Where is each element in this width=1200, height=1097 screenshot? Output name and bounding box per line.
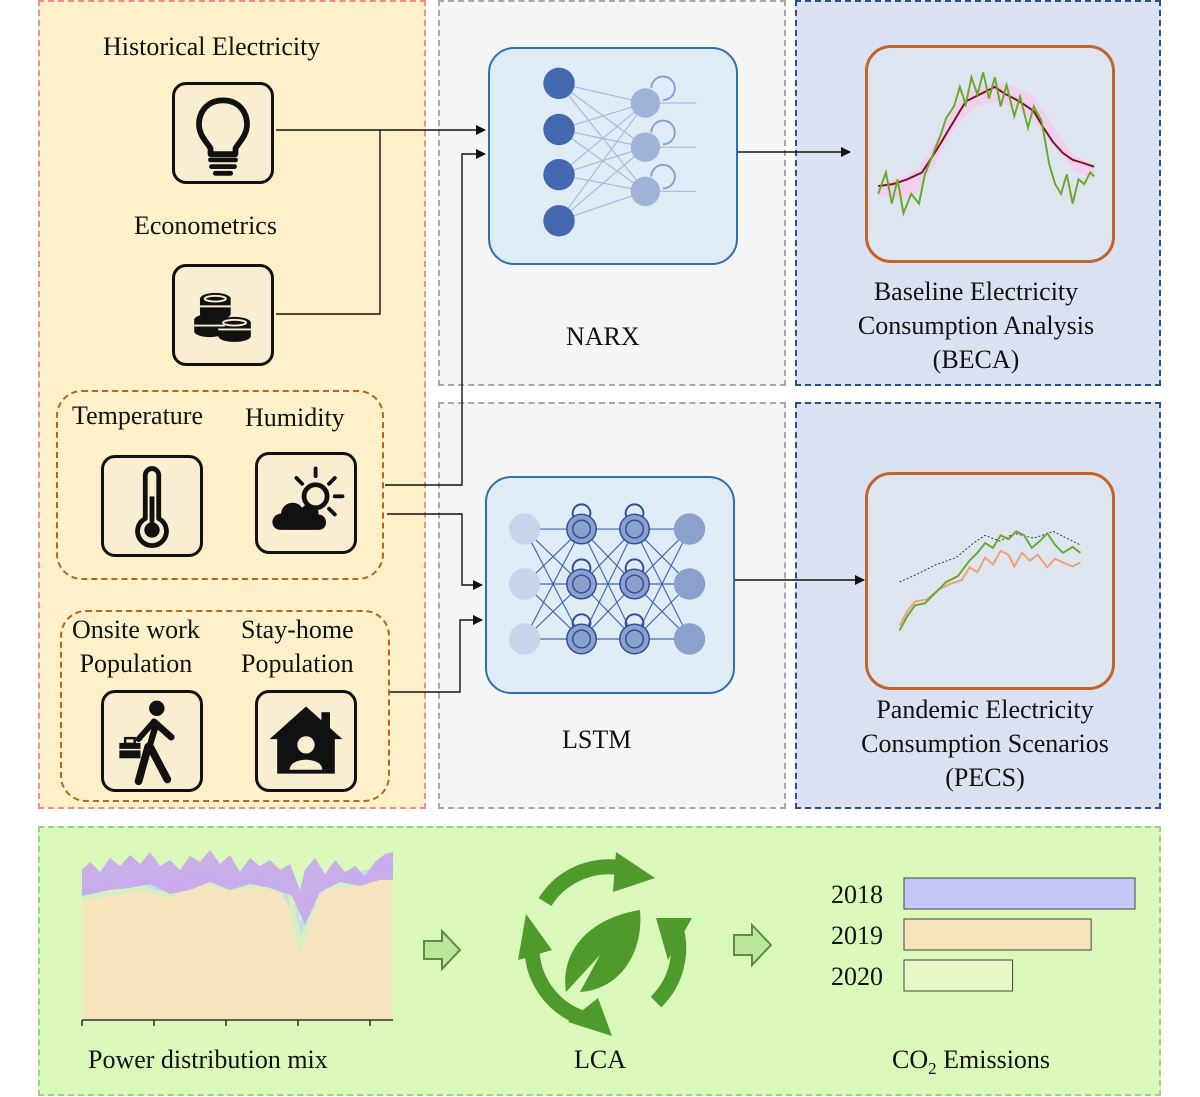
pecs-line-1: Pandemic Electricity	[876, 695, 1094, 724]
stay-home-label: Stay-home Population	[241, 613, 354, 681]
weather-to-narx-arrow	[385, 149, 486, 486]
co2-label-suffix: Emissions	[936, 1045, 1051, 1074]
walking-worker-icon	[119, 700, 175, 786]
pecs-chart-icon	[898, 530, 1082, 632]
narx-label: NARX	[566, 322, 640, 351]
co2-label-subscript: 2	[928, 1059, 937, 1079]
pecs-line-2: Consumption Scenarios	[861, 728, 1109, 758]
population-group	[60, 610, 390, 802]
population-to-lstm-arrow	[390, 615, 483, 693]
weather-group	[56, 390, 384, 580]
pecs-label: Pandemic Electricity Consumption Scenari…	[845, 693, 1125, 794]
beca-line-3: (BECA)	[932, 344, 1020, 374]
beca-label: Baseline Electricity Consumption Analysi…	[845, 275, 1107, 376]
stay-home-line-1: Stay-home	[241, 615, 354, 644]
power-distribution-mix-label: Power distribution mix	[88, 1045, 328, 1074]
pecs-chart-box	[865, 472, 1115, 690]
onsite-work-line-2: Population	[79, 648, 193, 678]
narx-network-icon	[543, 67, 697, 237]
mix-to-lca-arrow	[423, 928, 462, 972]
lstm-label: LSTM	[562, 725, 632, 754]
lstm-model-box	[485, 476, 735, 694]
co2-label-main: CO	[892, 1045, 929, 1074]
house-person-icon	[269, 706, 343, 774]
onsite-work-icon-box	[101, 690, 203, 792]
lstm-network-icon	[508, 503, 706, 655]
lca-label: LCA	[574, 1045, 626, 1074]
historical-electricity-label: Historical Electricity	[103, 32, 321, 61]
beca-chart-box	[865, 45, 1115, 263]
stay-home-line-2: Population	[241, 648, 354, 678]
pecs-line-3: (PECS)	[945, 762, 1025, 792]
temperature-icon-box	[101, 455, 203, 557]
humidity-label: Humidity	[245, 403, 345, 432]
co2-emissions-label: CO2 Emissions	[892, 1043, 1050, 1080]
onsite-work-label: Onsite work Population	[72, 613, 200, 681]
thermometer-icon	[135, 466, 169, 548]
humidity-icon-box	[255, 452, 357, 554]
econometrics-to-narx-connector	[276, 130, 381, 315]
co2-year-label: 2019	[831, 921, 883, 950]
narx-model-box	[488, 47, 738, 265]
beca-line-2: Consumption Analysis	[857, 310, 1095, 340]
stay-home-icon-box	[255, 690, 357, 792]
co2-year-label: 2020	[831, 962, 883, 991]
historical-electricity-icon-box	[172, 82, 274, 184]
co2-bar-2020	[903, 959, 1014, 992]
beca-line-1: Baseline Electricity	[873, 277, 1079, 306]
lca-to-co2-arrow	[733, 922, 773, 968]
temperature-label: Temperature	[72, 401, 203, 430]
onsite-work-line-1: Onsite work	[72, 615, 200, 644]
lightbulb-icon	[196, 97, 250, 176]
co2-bar-2018	[903, 877, 1136, 910]
co2-year-label: 2018	[831, 880, 883, 909]
econometrics-label: Econometrics	[134, 211, 277, 240]
econometrics-icon-box	[172, 264, 274, 366]
beca-chart-icon	[877, 72, 1095, 217]
sun-cloud-icon	[272, 466, 345, 530]
coins-icon	[194, 292, 251, 342]
weather-to-lstm-arrow	[387, 513, 483, 590]
co2-bar-2019	[903, 918, 1092, 951]
